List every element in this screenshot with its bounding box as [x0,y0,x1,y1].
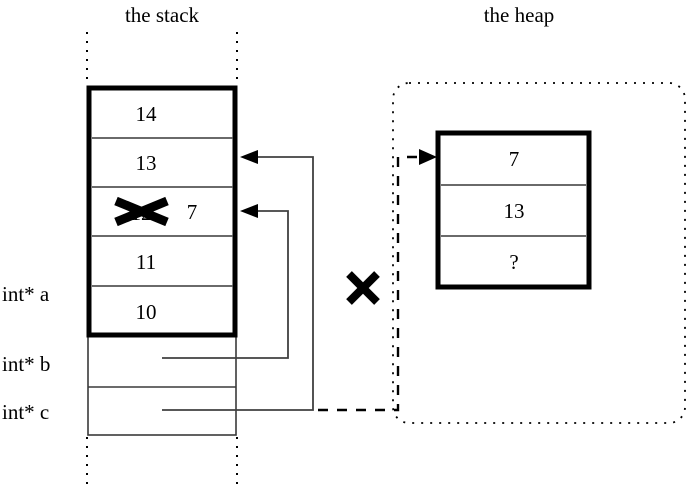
heap-cell-value-2: ? [509,250,518,274]
stack-cell-value-4: 10 [136,300,157,324]
invalidated-pointer-to-heap [318,149,437,412]
heap-block [435,130,592,290]
variable-label-a: int* a [2,282,50,306]
heap-cell-value-1: 13 [504,199,525,223]
pointer-b-to-cell-13 [162,204,289,359]
stack-cell-value-3: 11 [136,250,156,274]
heap-title: the heap [484,3,555,27]
stack-cell-value-1: 13 [136,151,157,175]
stack-title: the stack [125,3,200,27]
cancel-x-icon [346,271,380,305]
variable-label-c: int* c [2,400,49,424]
stack-cell-value-0: 14 [136,102,158,126]
heap-cell-value-0: 7 [509,147,520,171]
heap-region-boundary [392,82,686,424]
stack-cell-value-2-revised: 7 [187,200,198,224]
variable-label-b: int* b [2,352,50,376]
stack-thin-cells-group [87,335,237,436]
pointer-c-to-cell-7 [162,150,314,411]
stack-frame-box [86,85,238,338]
strikethrough-x-icon [114,196,169,227]
